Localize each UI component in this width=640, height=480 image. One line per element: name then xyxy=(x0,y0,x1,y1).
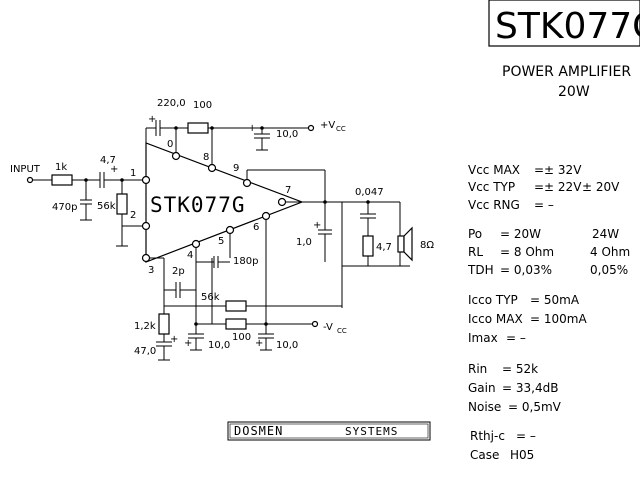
c-220-label: 220,0 xyxy=(157,98,186,109)
svg-text:+: + xyxy=(148,114,156,125)
r-56k-in-label: 56k xyxy=(97,201,116,212)
c-10-top-label: 10,0 xyxy=(276,129,298,140)
c-2p-label: 2p xyxy=(172,266,185,277)
pin-9-label: 9 xyxy=(233,163,239,174)
pin-2-label: 2 xyxy=(130,210,136,221)
bottom-resistor xyxy=(225,318,247,330)
spec-tdh-value: = 0,03% xyxy=(500,263,552,277)
spec-vcc-rng-value: = – xyxy=(534,198,554,212)
spec-icco-max-value: = 100mA xyxy=(530,312,587,326)
spec-icco-typ-label: Icco TYP xyxy=(468,293,518,307)
feedback-resistor xyxy=(225,300,247,312)
top-resistor xyxy=(187,122,209,134)
spec-case-value: H05 xyxy=(510,448,534,462)
pin-4-label: 4 xyxy=(187,250,193,261)
vcc-pos-sub: CC xyxy=(336,125,346,133)
brand-right: SYSTEMS xyxy=(345,425,398,438)
spec-rthj-label: Rthj-c xyxy=(470,429,505,443)
r-56k-fb-label: 56k xyxy=(201,292,220,303)
input-label: INPUT xyxy=(10,164,41,175)
spec-case-label: Case xyxy=(470,448,499,462)
r-1-2k-label: 1,2k xyxy=(134,321,156,332)
pin-3-label: 3 xyxy=(148,265,154,276)
pin-7-label: 7 xyxy=(285,185,291,196)
c-in-label: 4,7 xyxy=(100,155,116,166)
pin-8-label: 8 xyxy=(203,152,209,163)
gain-resistor xyxy=(158,313,170,335)
spec-vcc-rng-label: Vcc RNG xyxy=(468,198,520,212)
title-box xyxy=(488,0,640,47)
vcc-neg-label: -V xyxy=(323,322,333,333)
spec-rl-alt: 4 Ohm xyxy=(590,245,630,259)
spec-po-label: Po xyxy=(468,227,482,241)
spec-rthj-value: = – xyxy=(516,429,536,443)
svg-text:+: + xyxy=(170,334,178,345)
pin-6-label: 6 xyxy=(253,222,259,233)
spec-noise-value: = 0,5mV xyxy=(508,400,562,414)
svg-text:+: + xyxy=(110,164,118,175)
spec-rin-value: = 52k xyxy=(502,362,538,376)
spec-vcc-typ-alt: ± 20V xyxy=(582,180,620,194)
svg-text:+: + xyxy=(313,220,321,231)
spec-gain-label: Gain xyxy=(468,381,496,395)
input-bias-resistor xyxy=(116,193,128,215)
vcc-neg-sub: CC xyxy=(337,327,347,335)
spec-vcc-typ-label: Vcc TYP xyxy=(468,180,515,194)
c-out-label: 0,047 xyxy=(355,187,384,198)
part-number: STK077G xyxy=(495,6,640,47)
subtitle-power-rating: 20W xyxy=(558,84,590,100)
spec-icco-typ-value: = 50mA xyxy=(530,293,580,307)
vcc-pos-terminal xyxy=(307,124,315,132)
brand-left: DOSMEN xyxy=(234,424,283,438)
chip-label: STK077G xyxy=(150,193,246,217)
spec-icco-max-label: Icco MAX xyxy=(468,312,523,326)
c-47-label: 47,0 xyxy=(134,346,156,357)
zobel-resistor xyxy=(362,235,374,257)
input-terminal xyxy=(26,176,34,184)
c-1-0-label: 1,0 xyxy=(296,237,312,248)
r-100-top-label: 100 xyxy=(193,100,212,111)
svg-text:+: + xyxy=(248,123,256,134)
r-100-bot-label: 100 xyxy=(232,332,251,343)
subtitle-power-amplifier: POWER AMPLIFIER xyxy=(502,64,631,80)
pin-0-label: 0 xyxy=(167,139,173,150)
pin-1-label: 1 xyxy=(130,168,136,179)
svg-text:+: + xyxy=(255,338,263,349)
spec-rl-value: = 8 Ohm xyxy=(500,245,554,259)
spec-rin-label: Rin xyxy=(468,362,487,376)
c-180p-label: 180p xyxy=(233,256,258,267)
spec-tdh-alt: 0,05% xyxy=(590,263,628,277)
c-10-bot2-label: 10,0 xyxy=(276,340,298,351)
pin-5-label: 5 xyxy=(218,236,224,247)
input-resistor xyxy=(51,174,73,186)
vcc-pos-label: +V xyxy=(320,120,335,131)
spec-noise-label: Noise xyxy=(468,400,501,414)
spec-po-alt: 24W xyxy=(592,227,619,241)
spec-vcc-max-label: Vcc MAX xyxy=(468,163,520,177)
svg-text:+: + xyxy=(184,338,192,349)
c-470p-label: 470p xyxy=(52,202,77,213)
spec-imax-value: = – xyxy=(506,331,526,345)
amplifier-triangle xyxy=(145,142,304,263)
vcc-neg-terminal xyxy=(311,320,319,328)
speaker-label: 8Ω xyxy=(420,240,434,251)
r-in-label: 1k xyxy=(55,162,67,173)
spec-rl-label: RL xyxy=(468,245,483,259)
pin-markers xyxy=(141,151,287,263)
speaker-icon xyxy=(397,235,405,253)
c-10-bot1-label: 10,0 xyxy=(208,340,230,351)
r-4-7-label: 4,7 xyxy=(376,242,392,253)
spec-po-value: = 20W xyxy=(500,227,541,241)
spec-imax-label: Imax xyxy=(468,331,498,345)
spec-vcc-typ-value: =± 22V xyxy=(534,180,582,194)
spec-vcc-max-value: =± 32V xyxy=(534,163,582,177)
specs-block: Vcc MAX =± 32V Vcc TYP =± 22V ± 20V Vcc … xyxy=(467,163,630,462)
spec-tdh-label: TDH xyxy=(467,263,494,277)
brand-logo: DOSMEN SYSTEMS xyxy=(227,421,431,441)
spec-gain-value: = 33,4dB xyxy=(502,381,558,395)
